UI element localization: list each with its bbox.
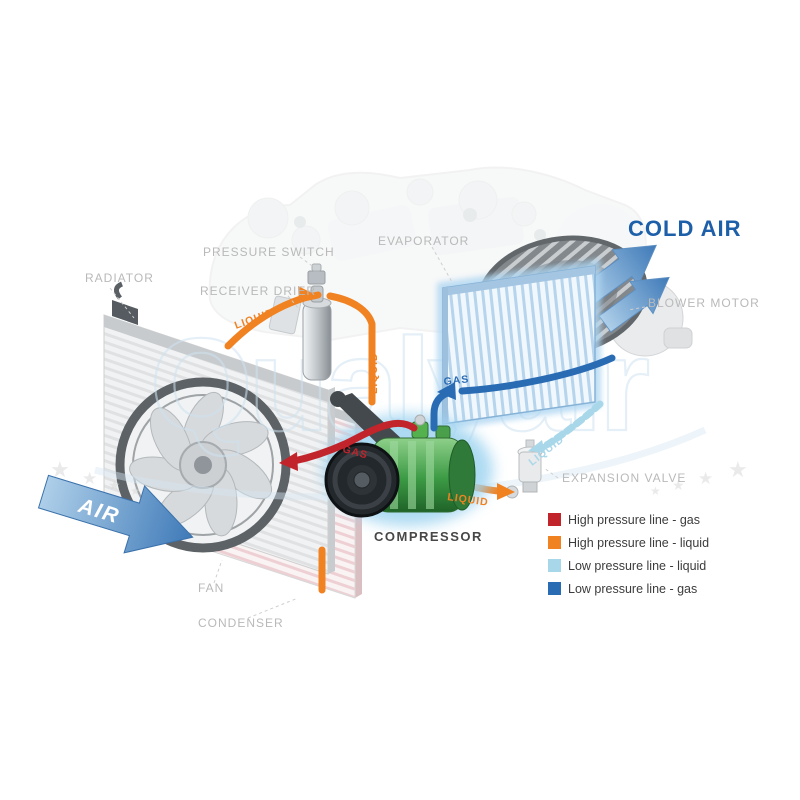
- blower-motor-label: BLOWER MOTOR: [648, 296, 760, 310]
- legend-swatch-low-liquid: [548, 559, 561, 572]
- pipe-label-liquid-drop: LIQUID: [368, 352, 380, 394]
- pipe-label-liquid-valve: LIQUID: [447, 491, 490, 509]
- condenser-label: CONDENSER: [198, 616, 284, 630]
- evaporator-label: EVAPORATOR: [378, 234, 469, 248]
- svg-text:★: ★: [82, 469, 97, 488]
- svg-text:★: ★: [672, 477, 685, 493]
- radiator-label: RADIATOR: [85, 271, 154, 285]
- legend: High pressure line - gas High pressure l…: [548, 513, 709, 596]
- high-pressure-gas-arrow: [279, 452, 298, 471]
- low-pressure-liquid-arrow: [528, 440, 545, 453]
- legend-label-low-gas: Low pressure line - gas: [568, 582, 697, 596]
- fan-label: FAN: [198, 581, 224, 595]
- evaporator-illustration: [437, 259, 601, 431]
- legend-swatch-high-liquid: [548, 536, 561, 549]
- watermark-stars-left: ★ ★ ★ ★: [50, 457, 141, 498]
- watermark-stars-right: ★ ★ ★ ★: [650, 457, 748, 498]
- svg-text:★: ★: [698, 469, 713, 488]
- svg-text:★: ★: [650, 484, 661, 498]
- pressure-switch-label: PRESSURE SWITCH: [203, 245, 335, 259]
- leader-lines: [109, 246, 646, 619]
- low-pressure-gas-arrow: [437, 382, 456, 400]
- legend-swatch-high-gas: [548, 513, 561, 526]
- pressure-switch-illustration: [307, 263, 326, 285]
- pipe-label-gas-low: GAS: [443, 373, 470, 388]
- compressor-label: COMPRESSOR: [374, 529, 483, 544]
- high-pressure-gas-pipe: [290, 419, 418, 465]
- svg-text:★: ★: [130, 484, 141, 498]
- compressor-illustration: [323, 391, 493, 526]
- low-pressure-liquid-pipe: [538, 400, 604, 452]
- high-pressure-liquid-arrow-inlet: [298, 286, 314, 302]
- receiver-drier-label: RECEIVER DRIER: [200, 284, 316, 298]
- expansion-valve-label: EXPANSION VALVE: [562, 471, 686, 485]
- legend-label-high-gas: High pressure line - gas: [568, 513, 700, 527]
- svg-text:★: ★: [50, 457, 70, 482]
- legend-swatch-low-gas: [548, 582, 561, 595]
- svg-text:★: ★: [728, 457, 748, 482]
- high-pressure-liquid-arrow-valve: [497, 483, 515, 500]
- cold-air-label: COLD AIR: [628, 216, 742, 241]
- svg-text:★: ★: [108, 477, 121, 493]
- legend-label-low-liquid: Low pressure line - liquid: [568, 559, 706, 573]
- legend-label-high-liquid: High pressure line - liquid: [568, 536, 709, 550]
- receiver-drier-illustration: [268, 285, 332, 381]
